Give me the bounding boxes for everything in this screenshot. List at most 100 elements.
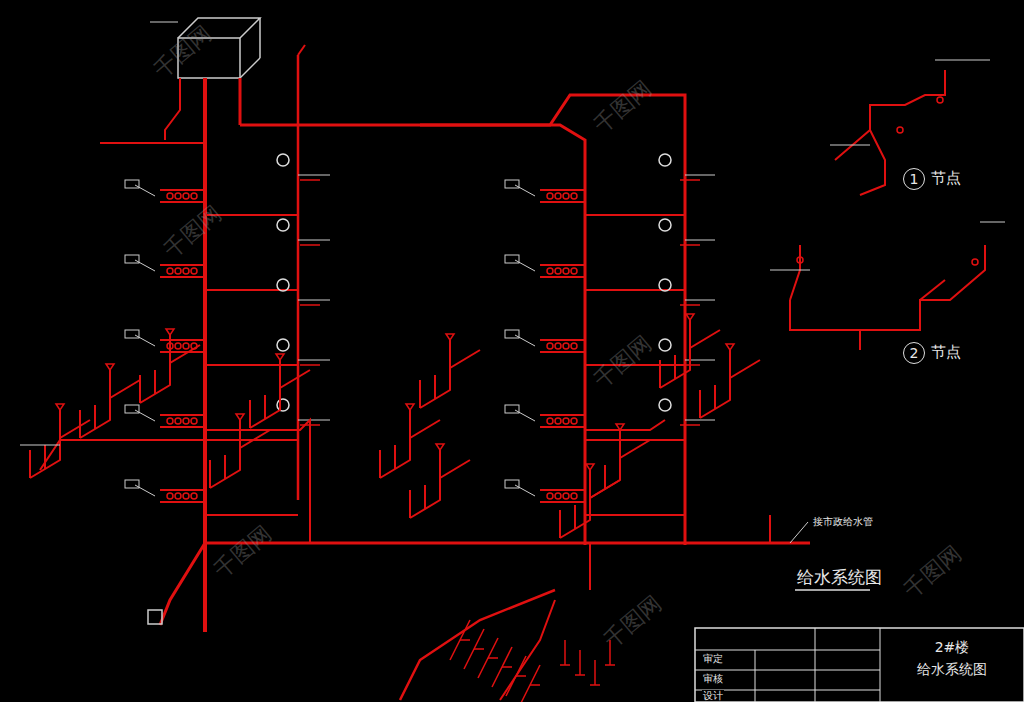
watermark: 千图网 (590, 332, 656, 393)
fixture-symbol (937, 97, 943, 103)
pipe (460, 639, 470, 641)
pipe (686, 314, 694, 320)
floor-tag (125, 180, 139, 188)
pipe (790, 245, 985, 330)
pipe (300, 244, 320, 246)
watermark: 千图网 (150, 22, 216, 83)
fixture-symbol (571, 418, 577, 424)
pipe (515, 185, 535, 196)
pipe (409, 410, 411, 438)
pipe (574, 505, 576, 529)
pipe (240, 125, 585, 545)
pipe (276, 354, 284, 360)
pipe (150, 22, 178, 23)
pipe (298, 240, 330, 241)
pipe (236, 414, 244, 420)
pipe (689, 320, 691, 348)
pipe (520, 665, 540, 702)
pipe (160, 501, 205, 503)
pipe (205, 542, 810, 545)
pipe (585, 439, 685, 441)
pipe (160, 489, 205, 491)
pipe (239, 420, 241, 448)
pipe (478, 638, 498, 678)
pipe (165, 78, 180, 140)
pipe (154, 370, 156, 394)
pipe (540, 339, 585, 341)
pipe (439, 450, 441, 478)
pipe (139, 375, 141, 403)
pipe (860, 130, 885, 195)
pipe (680, 304, 700, 306)
pipe (790, 522, 808, 543)
pipe (205, 364, 298, 366)
pipe (680, 179, 700, 181)
pipe (300, 304, 320, 306)
pipe (79, 410, 81, 438)
fixture-symbol (277, 339, 289, 351)
pipe (859, 330, 861, 350)
pipe (464, 629, 484, 669)
pipe (488, 657, 498, 659)
pipe (515, 485, 535, 496)
pipe (400, 590, 555, 700)
pipe (619, 430, 621, 458)
table-cell: 设计 (702, 690, 724, 701)
pipe (699, 390, 701, 418)
title-text: 给水系统图 (884, 662, 1020, 677)
pipe (502, 666, 512, 668)
fixture-symbol (191, 193, 197, 199)
fixture-symbol (175, 268, 181, 274)
pipe (406, 404, 414, 410)
pipe (585, 214, 685, 216)
fixture-symbol (191, 418, 197, 424)
pipe (424, 485, 426, 509)
floor-tag (505, 180, 519, 188)
pipe (506, 656, 526, 696)
floor-tag (125, 480, 139, 488)
pipe (594, 660, 596, 685)
pipe (300, 179, 320, 181)
pipe (585, 420, 665, 430)
pipe (109, 370, 111, 398)
floor-tag (505, 405, 519, 413)
pipe (540, 414, 585, 416)
pipe (500, 600, 555, 700)
pipe (240, 58, 260, 78)
pipe (298, 420, 330, 421)
pipe (560, 664, 570, 666)
pipe (540, 264, 585, 266)
pipe (589, 543, 591, 590)
watermark: 千图网 (590, 77, 656, 138)
pipe (815, 628, 816, 702)
pipe (589, 470, 591, 498)
pipe (605, 664, 615, 666)
pipe (94, 405, 96, 429)
pipe (540, 201, 585, 203)
pipe (205, 420, 310, 450)
pipe (585, 514, 685, 516)
fixture-symbol (563, 193, 569, 199)
watermark: 千图网 (210, 522, 276, 583)
fixture-symbol (797, 257, 803, 263)
drawing-title: 给水系统图 (797, 568, 882, 587)
fixture-symbol (555, 193, 561, 199)
pipe (790, 245, 800, 300)
fixture-symbol (183, 193, 189, 199)
pipe (279, 360, 281, 388)
pipe (515, 260, 535, 271)
fixture-symbol (555, 268, 561, 274)
pipe (160, 189, 205, 191)
pipe (685, 420, 715, 421)
table-cell: 审核 (702, 673, 724, 684)
fixture-symbol (175, 343, 181, 349)
pipe (659, 360, 661, 388)
pipe (106, 364, 114, 370)
pipe (586, 464, 594, 470)
fixture-symbol (659, 399, 671, 411)
fixture-symbol (277, 219, 289, 231)
pipe (726, 344, 734, 350)
fixture-symbol (183, 418, 189, 424)
pipe (160, 201, 205, 203)
